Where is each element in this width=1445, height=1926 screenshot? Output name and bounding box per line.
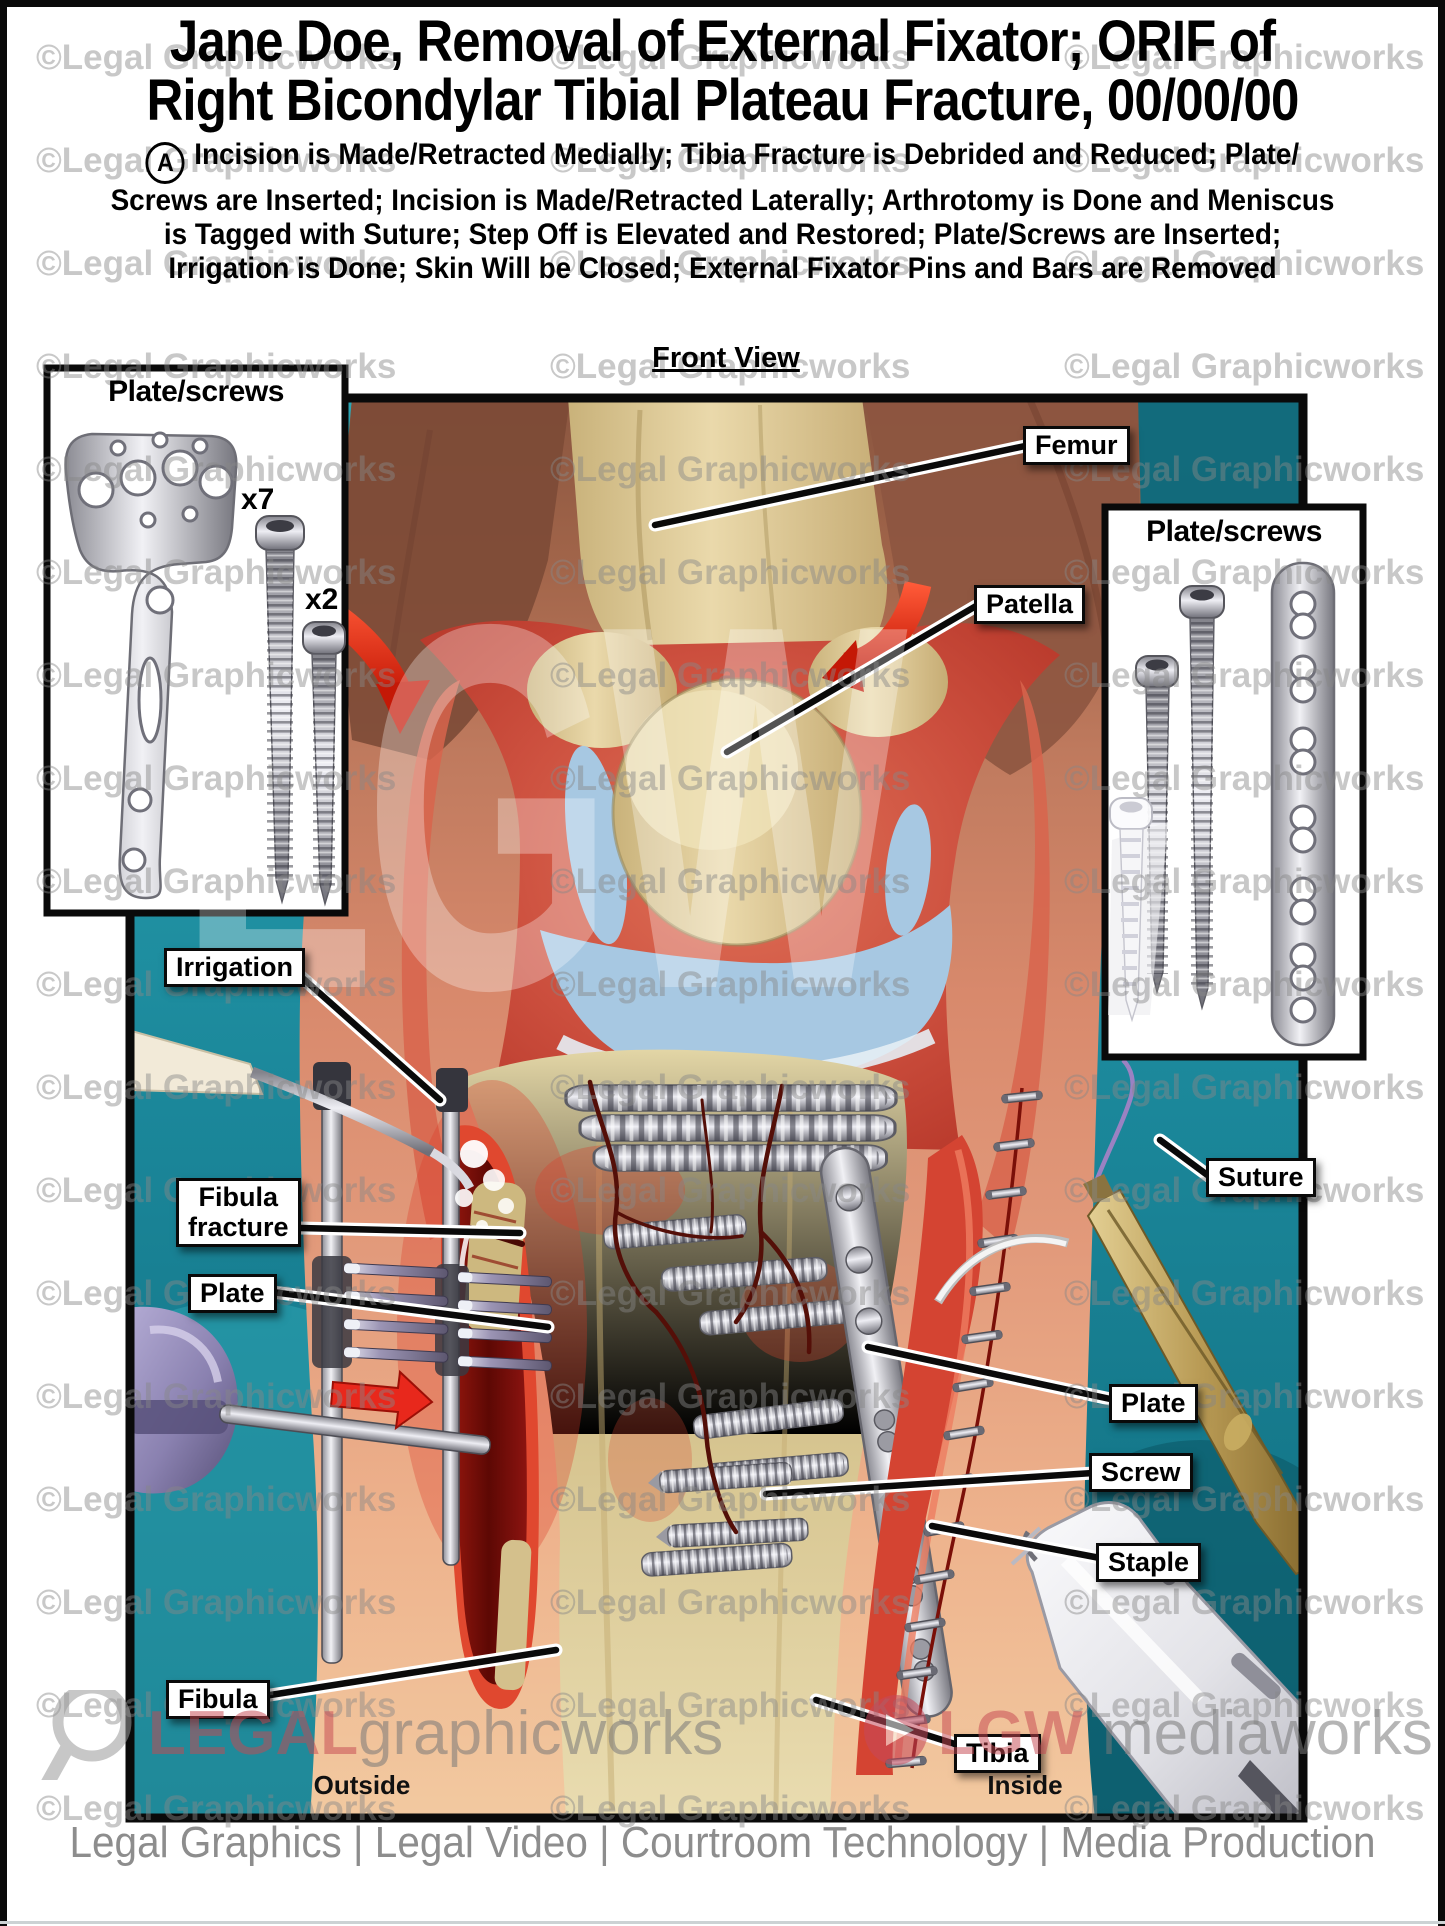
label-tibia: Tibia — [954, 1734, 1041, 1773]
label-irrigation: Irrigation — [164, 948, 306, 987]
drill — [130, 1306, 491, 1494]
leader-lines — [257, 439, 1217, 1752]
label-fibula-fracture-line1: Fibula — [198, 1182, 279, 1212]
label-femur: Femur — [1023, 426, 1130, 465]
needle-holder — [934, 1058, 1303, 1576]
inset-left-title: Plate/screws — [108, 375, 284, 408]
tibia-bone — [462, 1049, 907, 1818]
label-fibula: Fibula — [166, 1680, 270, 1719]
illustration-frame — [125, 393, 1308, 1823]
procedure-note: A Incision is Made/Retracted Medially; Ti… — [88, 138, 1357, 286]
label-staple: Staple — [1096, 1543, 1202, 1582]
page-title: Jane Doe, Removal of External Fixator; O… — [87, 12, 1359, 130]
procedure-text: Incision is Made/Retracted Medially; Tib… — [194, 138, 1300, 171]
inset-right-title: Plate/screws — [1146, 515, 1322, 548]
screw-count-x2: x2 — [305, 583, 339, 616]
orientation-outside: Outside — [313, 1770, 411, 1800]
procedure-line: Screws are Inserted; Incision is Made/Re… — [110, 184, 1335, 217]
fracture-lines — [587, 1079, 812, 1535]
label-plate-medial: Plate — [1109, 1384, 1198, 1423]
inset-left-plate-screws — [43, 364, 349, 917]
title-line-1: Jane Doe, Removal of External Fixator; O… — [169, 9, 1276, 74]
label-fibula-fracture: Fibula fracture — [176, 1178, 301, 1247]
view-title: Front View — [652, 342, 800, 374]
orientation-inside: Inside — [987, 1770, 1063, 1800]
removal-arrow — [329, 1369, 434, 1431]
cartilage — [540, 905, 953, 1085]
procedure-line: A Incision is Made/Retracted Medially; Ti… — [88, 138, 1357, 184]
step-marker-a: A — [145, 142, 185, 184]
procedure-line: is Tagged with Suture; Step Off is Eleva… — [163, 218, 1282, 251]
label-plate-lateral: Plate — [188, 1274, 277, 1313]
label-patella: Patella — [974, 585, 1086, 624]
medial-incision-edge — [856, 1135, 983, 1775]
screw-count-x7: x7 — [241, 483, 275, 516]
label-screw: Screw — [1089, 1453, 1193, 1492]
irrigation-tool — [130, 1029, 514, 1267]
protruding-screws — [648, 1461, 809, 1548]
label-suture: Suture — [1206, 1158, 1316, 1197]
label-fibula-fracture-line2: fracture — [188, 1212, 289, 1242]
inset-right-plate-screws — [1101, 503, 1367, 1061]
procedure-line: Irrigation is Done; Skin Will be Closed;… — [168, 252, 1277, 285]
footer-services: Legal Graphics | Legal Video | Courtroom… — [69, 1818, 1376, 1867]
title-line-2: Right Bicondylar Tibial Plateau Fracture… — [146, 68, 1299, 134]
